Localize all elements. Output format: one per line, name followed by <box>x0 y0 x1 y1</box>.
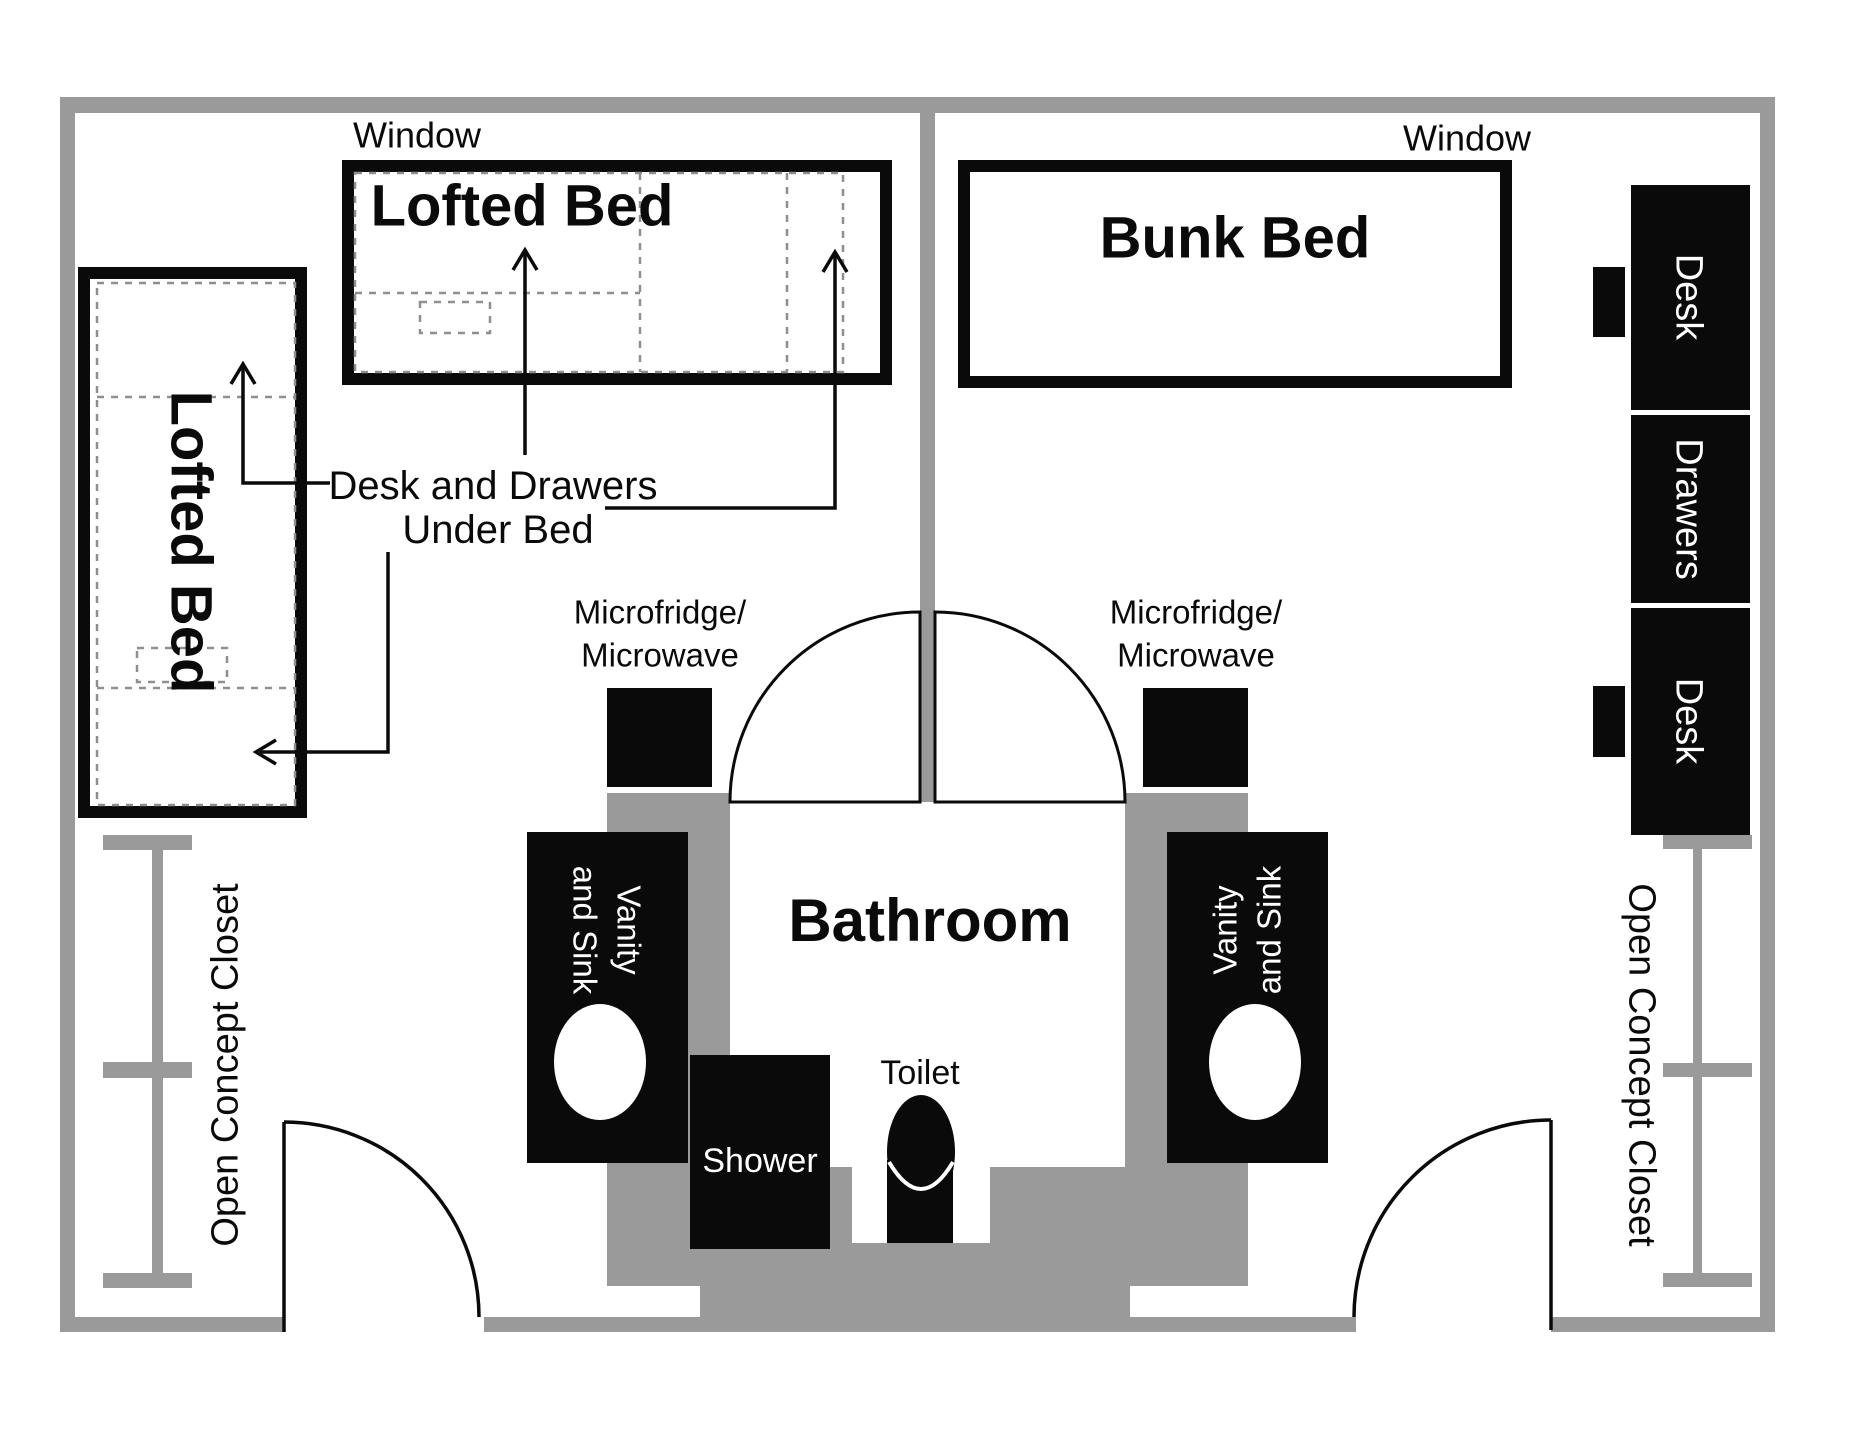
drawers-box <box>1631 415 1750 603</box>
closet-right-label: Open Concept Closet <box>1621 883 1663 1247</box>
microfridge-left-box <box>607 688 712 787</box>
bathroom-arch-left <box>728 610 922 804</box>
microfridge-left-label-line1: Microfridge/ <box>574 594 747 631</box>
bathroom-arch-right <box>933 610 1127 804</box>
closet-left-label: Open Concept Closet <box>204 883 246 1247</box>
lofted-bed-top: Lofted Bed <box>342 160 892 385</box>
desk-bottom-box <box>1631 608 1750 835</box>
drawers-label: Drawers <box>1668 438 1710 579</box>
closet-left: Open Concept Closet <box>103 835 246 1288</box>
wall-bottom-right-segment <box>1551 1317 1775 1332</box>
lofted-bed-left-label: Lofted Bed <box>159 391 224 694</box>
annotation-line1: Desk and Drawers <box>328 464 657 508</box>
bathroom-label: Bathroom <box>788 887 1071 954</box>
vanity-right-label-line1: Vanity <box>1207 885 1244 975</box>
lofted-bed-top-box <box>342 160 892 385</box>
microfridge-right: Microfridge/ Microwave <box>1110 594 1283 787</box>
annotation-arrow-down-head <box>252 738 277 766</box>
shower-label: Shower <box>702 1142 817 1180</box>
closet-right-bar-top <box>1663 835 1752 849</box>
shower: Shower <box>690 1055 830 1249</box>
lofted-bed-left-box <box>78 267 307 818</box>
vanity-right: Vanity and Sink <box>1167 832 1328 1163</box>
toilet-label: Toilet <box>880 1054 960 1092</box>
annotation-arrow-mid-head <box>511 246 539 271</box>
vanity-right-sink <box>1209 1004 1301 1120</box>
closet-right-bar-middle <box>1663 1063 1752 1077</box>
microfridge-right-box <box>1143 688 1248 787</box>
annotation-arrow-left-head <box>229 360 257 385</box>
bunk-bed-label: Bunk Bed <box>1100 205 1371 270</box>
door-right-swing-arc <box>1352 1118 1552 1318</box>
closet-right-bar-bottom <box>1663 1273 1752 1287</box>
desk-top-chair-stub <box>1593 267 1625 337</box>
vanity-left-label-line2: and Sink <box>566 866 603 995</box>
door-right <box>1352 1118 1553 1330</box>
lofted-bed-left-mattress <box>95 281 297 807</box>
wall-left <box>60 97 75 1332</box>
microfridge-left: Microfridge/ Microwave <box>574 594 747 787</box>
wall-bottom-left-segment <box>60 1317 284 1332</box>
divider-wall <box>920 113 935 802</box>
vanity-left: Vanity and Sink <box>527 832 688 1163</box>
annotation-line2: Under Bed <box>402 508 593 552</box>
toilet-bowl <box>887 1095 955 1209</box>
annotation-arrow-right-line <box>605 253 837 510</box>
bunk-bed: Bunk Bed <box>958 160 1512 388</box>
microfridge-right-label-line1: Microfridge/ <box>1110 594 1283 631</box>
desk-bottom-chair-stub <box>1593 686 1625 757</box>
closet-left-bar-middle <box>103 1062 192 1078</box>
lofted-bed-top-label: Lofted Bed <box>371 173 674 238</box>
desk-bottom-label: Desk <box>1668 678 1710 766</box>
wall-right <box>1760 97 1775 1332</box>
window-left-label: Window <box>353 115 482 156</box>
desk-top-box <box>1631 185 1750 410</box>
closet-right: Open Concept Closet <box>1621 835 1752 1287</box>
annotation-arrow-left-line <box>241 366 330 485</box>
annotation-arrow-right-head <box>821 248 849 273</box>
bathroom-wall-protrusion <box>700 1286 1130 1317</box>
closet-left-bar-bottom <box>103 1273 192 1288</box>
vanity-right-label-line2: and Sink <box>1251 865 1288 994</box>
door-left-swing-arc <box>283 1120 481 1318</box>
annotation: Desk and Drawers Under Bed <box>229 246 849 766</box>
wall-top <box>60 97 1775 113</box>
closet-right-rod <box>1693 841 1702 1280</box>
microfridge-right-label-line2: Microwave <box>1117 637 1275 674</box>
wall-bottom-center-segment <box>484 1317 1356 1332</box>
closet-left-bar-top <box>103 835 192 850</box>
toilet-seat-line <box>887 1160 955 1191</box>
lofted-bed-left-drawer <box>135 646 229 684</box>
window-right-label: Window <box>1403 118 1532 159</box>
desk-top-label: Desk <box>1668 254 1710 342</box>
lofted-bed-top-drawer <box>418 300 492 335</box>
toilet: Toilet <box>880 1054 960 1243</box>
microfridge-left-label-line2: Microwave <box>581 637 739 674</box>
bunk-bed-box <box>958 160 1512 388</box>
vanity-left-sink <box>554 1004 646 1120</box>
door-left <box>282 1120 481 1332</box>
annotation-arrow-down-line <box>260 552 390 754</box>
lofted-bed-left: Lofted Bed <box>78 267 307 818</box>
shower-box <box>690 1055 830 1249</box>
outer-walls <box>60 97 1775 1332</box>
desk-panel: Desk Drawers Desk <box>1593 185 1750 835</box>
vanity-left-label-line1: Vanity <box>610 885 647 975</box>
lofted-bed-top-mattress <box>353 171 845 374</box>
bathroom: Bathroom <box>607 113 1248 1317</box>
